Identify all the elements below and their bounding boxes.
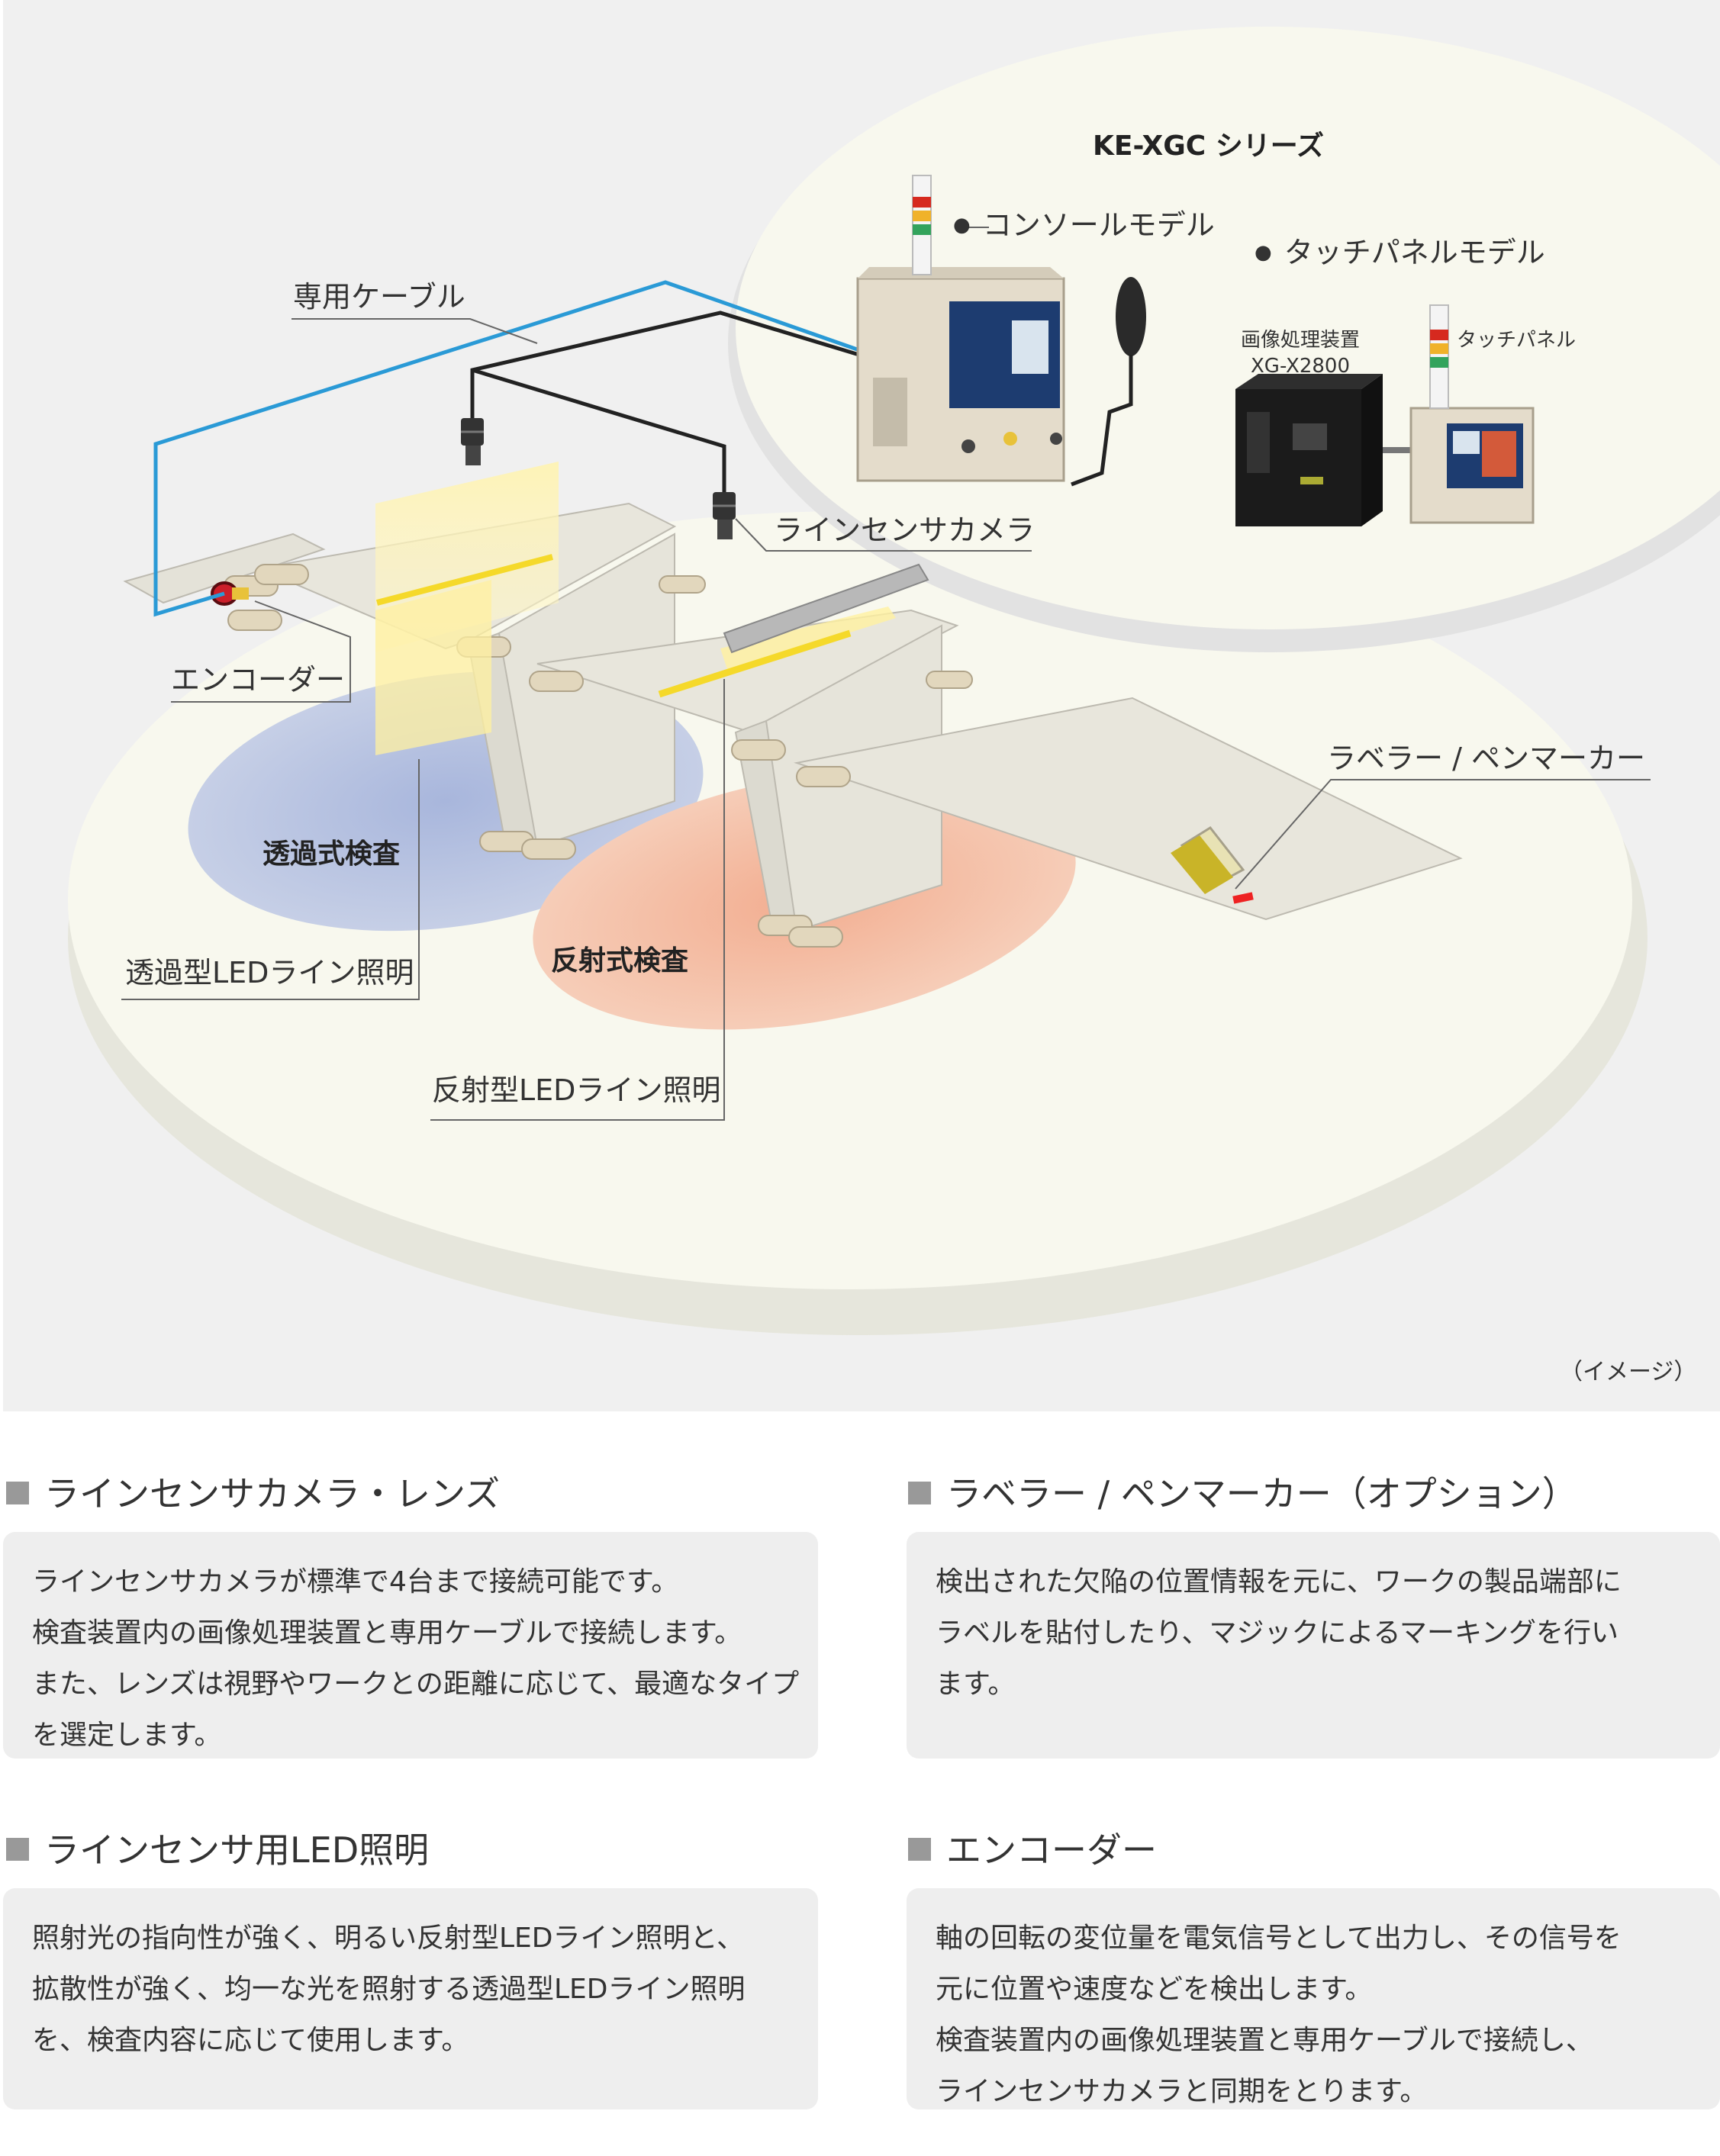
description-line: 検査装置内の画像処理装置と専用ケーブルで接続し、 <box>936 2025 1593 2056</box>
transmission-led-panel <box>375 580 491 755</box>
encoder-label: エンコーダー <box>171 663 346 697</box>
encoder-section-title: エンコーダー <box>908 1833 1157 1868</box>
transmission-light-line <box>375 554 554 606</box>
touch-signal-tower <box>1429 304 1449 409</box>
reflection-light-line <box>658 629 852 698</box>
camera-1 <box>461 418 484 465</box>
encoder-description: 軸の回転の変位量を電気信号として出力し、その信号を 元に位置や速度などを検出しま… <box>907 1888 1720 2109</box>
description-line: を、検査内容に応じて使用します。 <box>32 2025 469 2056</box>
console-signal-tower <box>912 175 932 275</box>
square-bullet-icon <box>908 1482 931 1504</box>
transmission-led-label: 透過型LEDライン照明 <box>125 956 414 990</box>
section-title-text: ラベラー / ペンマーカー（オプション） <box>946 1473 1577 1514</box>
cable-label: 専用ケーブル <box>293 280 465 314</box>
reflection-led-label: 反射型LEDライン照明 <box>432 1073 721 1107</box>
processor-name: 画像処理装置 <box>1240 329 1360 352</box>
labeler-section-title: ラベラー / ペンマーカー（オプション） <box>908 1476 1577 1511</box>
camera-lens-section-title: ラインセンサカメラ・レンズ <box>6 1476 500 1511</box>
description-line: 拡散性が強く、均一な光を照射する透過型LEDライン照明 <box>32 1974 746 2005</box>
description-line: 軸の回転の変位量を電気信号として出力し、その信号を <box>936 1923 1622 1954</box>
led-description: 照射光の指向性が強く、明るい反射型LEDライン照明と、 拡散性が強く、均一な光を… <box>3 1888 818 2109</box>
description-line: また、レンズは視野やワークとの距離に応じて、最適なタイプ <box>32 1668 800 1700</box>
square-bullet-icon <box>6 1838 29 1861</box>
labeler-label: ラベラー / ペンマーカー <box>1327 742 1645 775</box>
console-cabinet <box>856 267 1065 482</box>
reflection-led-bar <box>723 563 929 654</box>
console-model-text: コンソールモデル <box>982 208 1215 242</box>
description-line: ます。 <box>936 1668 1016 1700</box>
reflection-light-beam <box>720 607 896 671</box>
section-title-text: ラインセンサ用LED照明 <box>44 1829 430 1871</box>
touch-panel-device <box>1409 407 1535 524</box>
camera-label: ラインセンサカメラ <box>774 513 1036 547</box>
square-bullet-icon <box>908 1838 931 1861</box>
description-line: を選定します。 <box>32 1720 222 1751</box>
description-line: ラインセンサカメラと同期をとります。 <box>936 2076 1428 2107</box>
section-title-text: ラインセンサカメラ・レンズ <box>44 1473 501 1514</box>
bullet-icon: ● <box>1255 241 1272 264</box>
description-line: 検査装置内の画像処理装置と専用ケーブルで接続します。 <box>32 1617 742 1649</box>
touch-panel-label: タッチパネル <box>1457 329 1577 352</box>
description-line: 元に位置や速度などを検出します。 <box>936 1974 1373 2005</box>
description-line: 検出された欠陥の位置情報を元に、ワークの製品端部に <box>936 1566 1622 1598</box>
square-bullet-icon <box>6 1482 29 1504</box>
reflection-inspection-label: 反射式検査 <box>551 945 689 977</box>
leader-lines <box>121 227 1651 1121</box>
web-belt <box>123 502 1463 936</box>
labeler-device <box>1171 826 1254 904</box>
touch-model-label: ● タッチパネルモデル <box>1255 238 1545 267</box>
console-model-label: ● コンソールモデル <box>953 211 1215 240</box>
console-controller <box>1071 277 1146 487</box>
description-line: 照射光の指向性が強く、明るい反射型LEDライン照明と、 <box>32 1923 745 1954</box>
image-processor-device <box>1235 374 1383 526</box>
system-diagram: KE-XGC シリーズ ● コンソールモデル ● タッチパネルモデル 画像処理装置 … <box>3 0 1720 1411</box>
camera-cable <box>470 311 862 418</box>
description-line: ラベルを貼付したり、マジックによるマーキングを行い <box>936 1617 1619 1649</box>
camera-lens-description: ラインセンサカメラが標準で4台まで接続可能です。 検査装置内の画像処理装置と専用… <box>3 1532 818 1759</box>
processor-label: 画像処理装置 XG-X2800 <box>1235 328 1365 380</box>
labeler-description: 検出された欠陥の位置情報を元に、ワークの製品端部に ラベルを貼付したり、マジック… <box>907 1532 1720 1759</box>
description-line: ラインセンサカメラが標準で4台まで接続可能です。 <box>32 1566 679 1598</box>
camera-cable-2 <box>472 368 726 492</box>
led-section-title: ラインセンサ用LED照明 <box>6 1833 429 1868</box>
bullet-icon: ● <box>953 214 971 237</box>
touch-model-text: タッチパネルモデル <box>1284 236 1545 269</box>
section-title-text: エンコーダー <box>946 1829 1157 1871</box>
series-title: KE-XGC シリーズ <box>1093 130 1324 162</box>
image-note: （イメージ） <box>1560 1359 1697 1385</box>
diagram-illustration <box>68 27 1720 1335</box>
transmission-inspection-label: 透過式検査 <box>263 838 401 870</box>
processor-model: XG-X2800 <box>1250 354 1351 378</box>
encoder-cable <box>153 280 862 617</box>
camera-2 <box>713 492 736 539</box>
